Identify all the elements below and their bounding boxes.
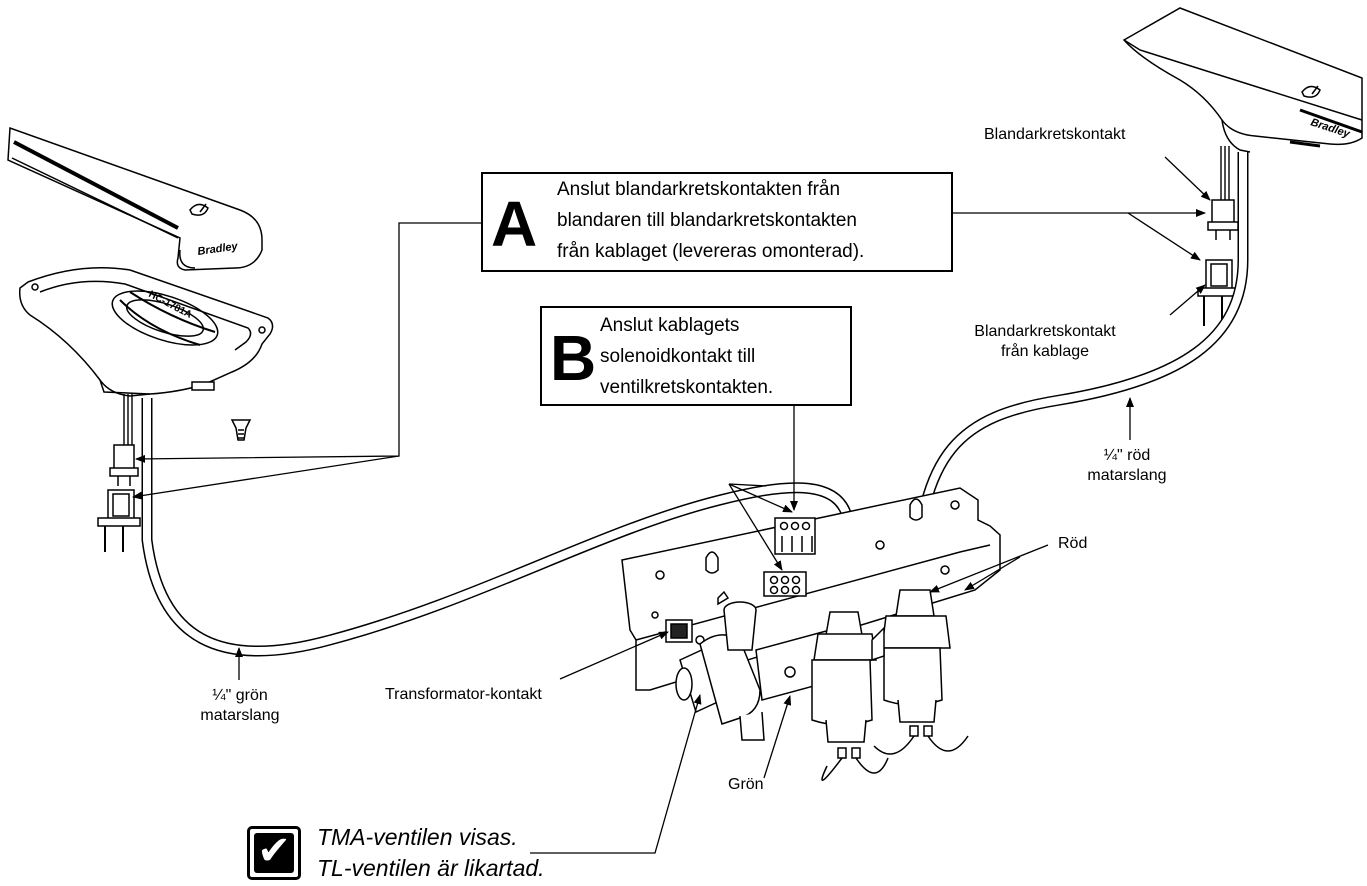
callout-a-line-2: blandaren till blandarkretskontakten: [557, 210, 857, 231]
note-line-1: TMA-ventilen visas.: [317, 824, 518, 850]
left-mixer-connector: [109, 444, 139, 486]
callout-b-line-2: solenoidkontakt till: [600, 346, 756, 367]
checkmark-icon: ✔: [247, 826, 301, 880]
red-hose-label-line-1: ¼" röd: [1103, 447, 1151, 464]
callout-a: A Anslut blandarkretskontakten från blan…: [481, 172, 953, 272]
left-wires: [123, 394, 133, 445]
callout-b-line-1: Anslut kablagets: [600, 315, 740, 336]
left-harness-connector: [97, 489, 141, 552]
right-wires: [1220, 146, 1230, 200]
green-hose-label-line-1: ¼" grön: [212, 687, 268, 704]
green-label: Grön: [728, 776, 764, 793]
harness-connector-label-line-1: Blandarkretskontakt: [974, 323, 1116, 340]
left-faucet-body: [18, 266, 274, 397]
mixer-connector-label: Blandarkretskontakt: [984, 126, 1126, 143]
right-mixer-connector: [1207, 199, 1239, 240]
callout-a-letter: A: [491, 188, 538, 260]
callout-a-line-1: Anslut blandarkretskontakten från: [557, 179, 841, 200]
left-cover-logo-icon: Bradley: [189, 203, 240, 258]
green-hose-label-line-2: matarslang: [200, 707, 280, 724]
left-faucet-cover: [7, 126, 263, 271]
red-hose-label-line-2: matarslang: [1087, 467, 1167, 484]
callout-a-line-3: från kablaget (levereras omonterad).: [557, 241, 865, 262]
left-cover-brand: Bradley: [197, 240, 240, 258]
right-faucet: [1122, 7, 1363, 153]
leader-lines: [132, 156, 1211, 854]
solenoid-connector: [763, 571, 807, 597]
valve-circuit-connector: [774, 517, 816, 555]
screw-icon: [230, 419, 252, 441]
red-label: Röd: [1058, 535, 1088, 552]
transformer-connector: [665, 619, 693, 643]
callout-b-line-3: ventilkretskontakten.: [600, 377, 774, 398]
green-solenoid-valve: [811, 611, 889, 781]
harness-connector-label: Blandarkretskontakt från kablage: [945, 322, 1145, 362]
harness-connector-label-line-2: från kablage: [1000, 343, 1090, 360]
callout-b: B Anslut kablagets solenoidkontakt till …: [540, 306, 852, 406]
red-solenoid-valve: [871, 589, 969, 755]
transformer-connector-label: Transformator-kontakt: [385, 686, 542, 703]
red-hose-label: ¼" röd matarslang: [1062, 446, 1192, 486]
callout-b-letter: B: [550, 322, 597, 394]
note-line-2: TL-ventilen är likartad.: [317, 855, 545, 881]
green-hose-label: ¼" grön matarslang: [175, 686, 305, 726]
